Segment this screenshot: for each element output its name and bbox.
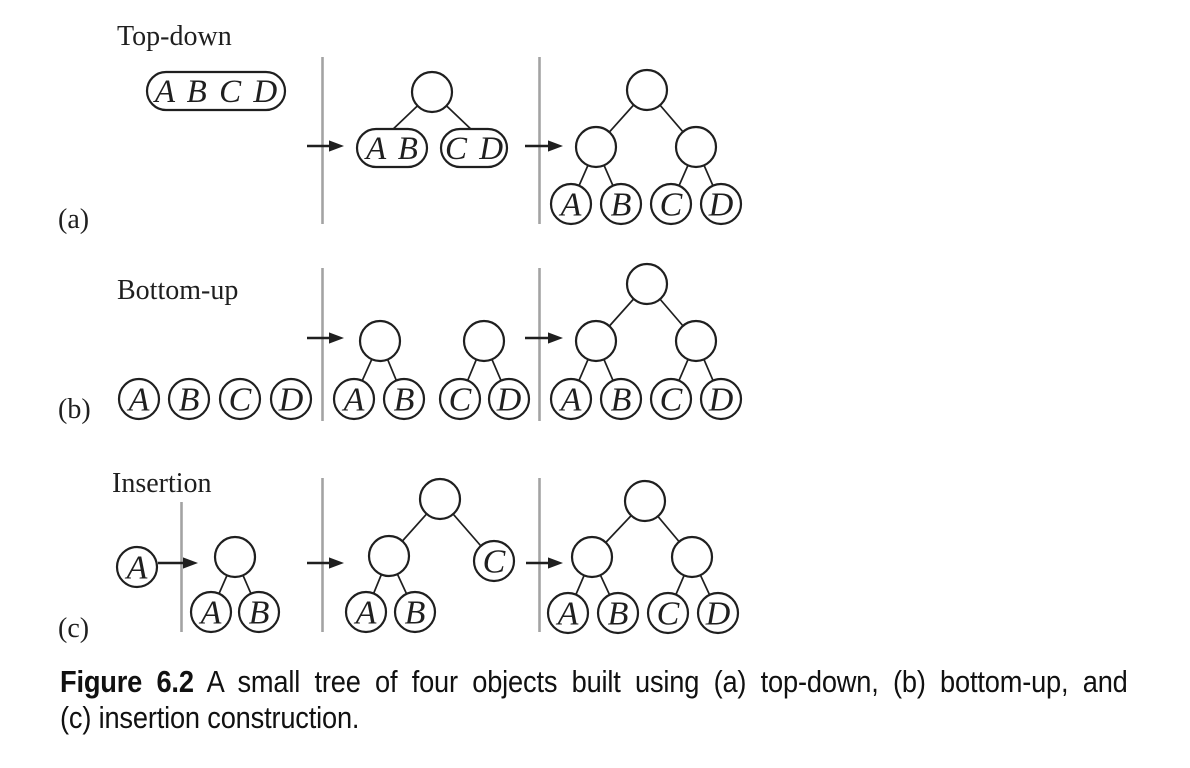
tree-node-circle <box>574 125 618 169</box>
tree-leaf-circle <box>189 590 233 634</box>
node-label: C <box>483 544 506 581</box>
arrow-head <box>329 557 344 569</box>
row-title: Top-down <box>117 21 232 52</box>
node-label: B <box>608 596 629 633</box>
tree-leaf-circle <box>649 377 693 421</box>
tree-leaf-circle <box>167 377 211 421</box>
pill-label: A B C D <box>153 74 277 110</box>
tree-node-circle <box>410 70 454 114</box>
caption-text-1: A small tree of four objects built using… <box>206 664 1128 699</box>
tree-leaf-circle <box>393 590 437 634</box>
arrow-head <box>329 332 344 344</box>
figure-caption: Figure 6.2 A small tree of four objects … <box>60 664 1128 736</box>
node-label: A <box>556 596 579 633</box>
tree-node-circle <box>574 319 618 363</box>
step-arrow-icon <box>307 557 344 569</box>
node-label: B <box>394 382 415 419</box>
node-label: C <box>657 596 680 633</box>
tree-leaf-circle <box>599 182 643 226</box>
tree-node-circle <box>625 68 669 112</box>
tree-leaf-circle <box>344 590 388 634</box>
arrow-head <box>183 557 198 569</box>
tree-leaf-circle <box>472 539 516 583</box>
node-label: C <box>660 382 683 419</box>
arrow-head <box>548 557 563 569</box>
node-label: A <box>199 595 222 632</box>
tree-leaf-circle <box>596 591 640 635</box>
tree-node-circle <box>674 125 718 169</box>
row-title: Insertion <box>112 468 212 499</box>
tree-node-circle <box>674 319 718 363</box>
tree-node-circle <box>623 479 667 523</box>
step-arrow-icon <box>158 557 198 569</box>
row-label: (a) <box>58 204 89 235</box>
caption-text-2: (c) insertion construction. <box>60 700 360 735</box>
pill-label: C D <box>445 131 503 167</box>
step-arrow-icon <box>525 332 563 344</box>
tree-leaf-circle <box>382 377 426 421</box>
tree-leaf-circle <box>237 590 281 634</box>
tree-leaf-circle <box>549 377 593 421</box>
caption-tag: Figure 6.2 <box>60 664 194 699</box>
tree-node-circle <box>367 534 411 578</box>
step-arrow-icon <box>526 557 563 569</box>
tree-leaf-circle <box>117 377 161 421</box>
row-label: (b) <box>58 394 91 425</box>
step-arrow-icon <box>307 332 344 344</box>
tree-leaf-circle <box>649 182 693 226</box>
step-arrow-icon <box>525 140 563 152</box>
tree-leaf-circle <box>487 377 531 421</box>
node-label: B <box>179 382 200 419</box>
object-group-pill <box>355 127 429 169</box>
tree-leaf-circle <box>438 377 482 421</box>
arrow-head <box>548 332 563 344</box>
caption-line-1: Figure 6.2 A small tree of four objects … <box>60 664 1128 700</box>
tree-node-circle <box>625 262 669 306</box>
node-label: A <box>354 595 377 632</box>
tree-leaf-circle <box>599 377 643 421</box>
node-label: C <box>449 382 472 419</box>
arrow-head <box>548 140 563 152</box>
tree-leaf-circle <box>699 377 743 421</box>
tree-leaf-circle <box>269 377 313 421</box>
node-label: D <box>708 187 734 224</box>
node-label: D <box>496 382 522 419</box>
tree-leaf-circle <box>549 182 593 226</box>
tree-node-circle <box>358 319 402 363</box>
tree-leaf-circle <box>646 591 690 635</box>
node-label: D <box>708 382 734 419</box>
node-label: B <box>611 382 632 419</box>
node-label: D <box>278 382 304 419</box>
tree-leaf-circle <box>699 182 743 226</box>
object-group-pill <box>145 70 287 112</box>
node-label: C <box>229 382 252 419</box>
node-label: A <box>125 550 148 587</box>
row-title: Bottom-up <box>117 275 238 306</box>
node-label: A <box>559 382 582 419</box>
tree-node-circle <box>418 477 462 521</box>
node-label: B <box>405 595 426 632</box>
tree-node-circle <box>670 535 714 579</box>
arrow-head <box>329 140 344 152</box>
node-label: B <box>249 595 270 632</box>
tree-node-circle <box>213 535 257 579</box>
node-label: A <box>127 382 150 419</box>
node-label: A <box>342 382 365 419</box>
node-label: D <box>705 596 731 633</box>
tree-leaf-circle <box>115 545 159 589</box>
tree-leaf-circle <box>546 591 590 635</box>
object-group-pill <box>439 127 509 169</box>
node-label: C <box>660 187 683 224</box>
pill-label: A B <box>364 131 418 167</box>
tree-node-circle <box>570 535 614 579</box>
step-arrow-icon <box>307 140 344 152</box>
tree-node-circle <box>462 319 506 363</box>
row-label: (c) <box>58 613 89 644</box>
node-label: A <box>559 187 582 224</box>
tree-leaf-circle <box>696 591 740 635</box>
tree-leaf-circle <box>218 377 262 421</box>
node-label: B <box>611 187 632 224</box>
tree-leaf-circle <box>332 377 376 421</box>
